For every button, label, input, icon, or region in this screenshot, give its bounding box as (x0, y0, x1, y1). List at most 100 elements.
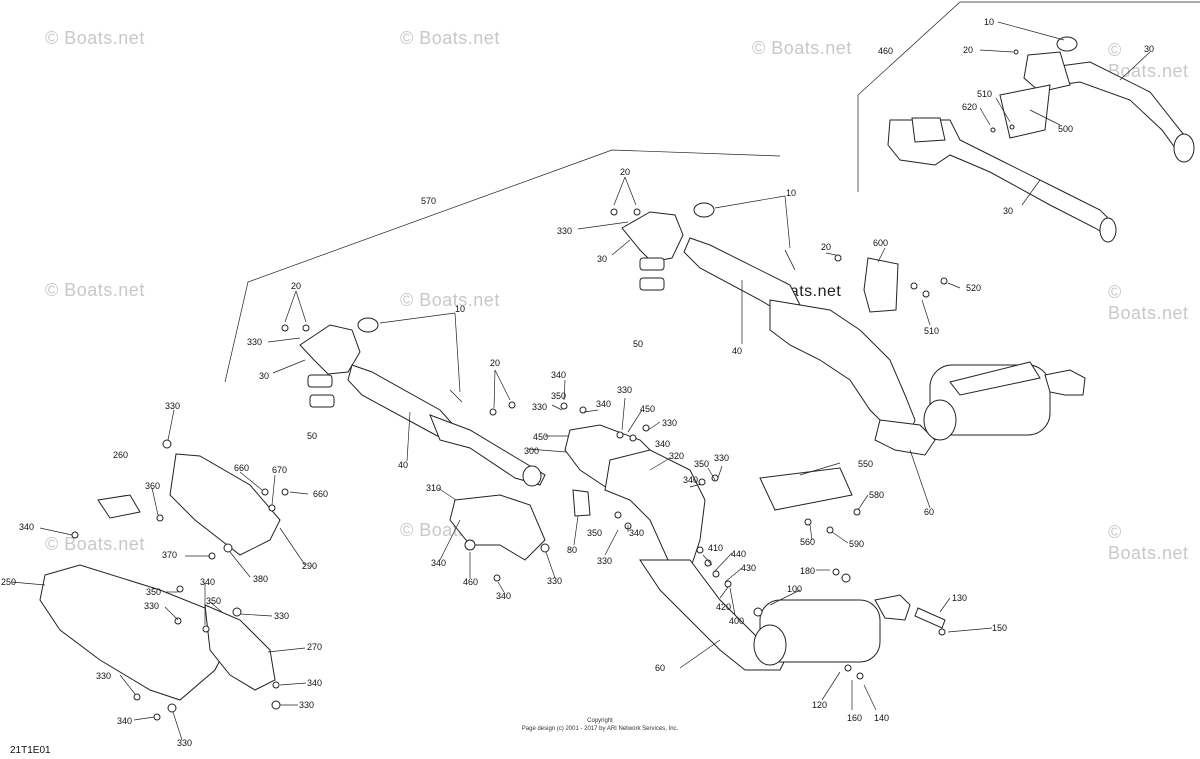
callout-label: 460 (878, 46, 894, 56)
callout-label: 340 (596, 399, 612, 409)
callout-label: 510 (977, 89, 993, 99)
watermark: © Boats.net (400, 28, 500, 48)
callout-label: 10 (984, 17, 995, 27)
callout-label: 140 (874, 713, 890, 723)
callout-label: 20 (821, 242, 832, 252)
callout-label: 330 (597, 556, 613, 566)
watermark: © Boats.net (45, 534, 145, 554)
callout-label: 340 (117, 716, 133, 726)
watermark: © Boats.net (1108, 522, 1189, 563)
callout-label: 620 (962, 102, 978, 112)
callout-label: 580 (869, 490, 885, 500)
callout-label: 150 (992, 623, 1008, 633)
callout-label: 410 (708, 543, 724, 553)
callout-label: 100 (787, 584, 803, 594)
callout-label: 330 (617, 385, 633, 395)
callout-label: 560 (800, 537, 816, 547)
callout-label: 330 (662, 418, 678, 428)
callout-label: 420 (716, 602, 732, 612)
callout-label: 350 (206, 596, 222, 606)
callout-label: 330 (144, 601, 160, 611)
callout-label: 10 (786, 188, 797, 198)
callout-label: 450 (640, 404, 656, 414)
callout-label: 660 (313, 489, 329, 499)
callout-label: 290 (302, 561, 318, 571)
callout-label: 340 (200, 577, 216, 587)
callout-label: 340 (655, 439, 671, 449)
callout-label: 600 (873, 238, 889, 248)
watermark: © Boats.net (400, 290, 500, 310)
callout-label: 330 (714, 453, 730, 463)
callout-label: 30 (1144, 44, 1155, 54)
figure-id: 21T1E01 (10, 745, 51, 756)
callout-label: 520 (966, 283, 982, 293)
callout-label: 350 (551, 391, 567, 401)
callout-label: 60 (924, 507, 935, 517)
callout-label: 270 (307, 642, 323, 652)
watermark: © Boats.net (1108, 282, 1189, 323)
callout-label: 340 (683, 475, 699, 485)
callout-label: 360 (145, 481, 161, 491)
callout-label: 330 (274, 611, 290, 621)
callout-label: 60 (655, 663, 666, 673)
callout-label: 20 (291, 281, 302, 291)
callout-label: 660 (234, 463, 250, 473)
leader-lines (11, 21, 1151, 741)
watermark: © Boats.net (1108, 40, 1189, 81)
callout-label: 250 (1, 577, 17, 587)
callout-label: 260 (113, 450, 129, 460)
callout-label: 340 (19, 522, 35, 532)
callout-label: 510 (924, 326, 940, 336)
callout-label: 330 (299, 700, 315, 710)
callout-label: 440 (731, 549, 747, 559)
callout-label: 300 (524, 446, 540, 456)
page-design-line: Page design (c) 2001 - 2017 by ARI Netwo… (521, 726, 679, 732)
callout-label: 30 (597, 254, 608, 264)
callout-label: 10 (455, 304, 466, 314)
callout-label: 160 (847, 713, 863, 723)
callout-label: 20 (963, 45, 974, 55)
callout-label: 500 (1058, 124, 1074, 134)
callout-label: 30 (259, 371, 270, 381)
alt-exhaust-pipe-assembly (887, 36, 1195, 243)
middle-exhaust-pipe-assembly (281, 317, 546, 487)
watermark: © Boats.net (752, 38, 852, 58)
callout-label: 30 (1003, 206, 1014, 216)
callout-label: 430 (741, 563, 757, 573)
group-frame-lines (224, 1, 1200, 383)
callout-label: 330 (96, 671, 112, 681)
callout-label: 330 (557, 226, 573, 236)
center-heat-shield (449, 402, 946, 680)
callout-label: 20 (620, 167, 631, 177)
callout-label: 50 (307, 431, 318, 441)
callout-label: 180 (800, 566, 816, 576)
watermark: © Boats.net (45, 28, 145, 48)
copyright-line: Copyright (587, 718, 613, 724)
callout-label: 340 (307, 678, 323, 688)
callout-label: 400 (729, 616, 745, 626)
callout-label: 130 (952, 593, 968, 603)
callout-label: 40 (398, 460, 409, 470)
callout-label: 340 (629, 528, 645, 538)
callout-label: 340 (431, 558, 447, 568)
callout-label: 380 (253, 574, 269, 584)
callout-label: 80 (567, 545, 578, 555)
callout-label: 20 (490, 358, 501, 368)
callout-label: 40 (732, 346, 743, 356)
callout-label: 450 (533, 432, 549, 442)
callout-label: 330 (247, 337, 263, 347)
callout-label: 50 (633, 339, 644, 349)
watermark: © Boats.net (45, 280, 145, 300)
callout-label: 570 (421, 196, 437, 206)
callout-label: 310 (426, 483, 442, 493)
callout-label: 330 (177, 738, 193, 748)
callout-label: 330 (165, 401, 181, 411)
callout-label: 120 (812, 700, 828, 710)
callout-label: 330 (532, 402, 548, 412)
callout-label: 330 (547, 576, 563, 586)
callout-label: 350 (587, 528, 603, 538)
left-heat-shields (39, 439, 289, 721)
callout-label: 590 (849, 539, 865, 549)
